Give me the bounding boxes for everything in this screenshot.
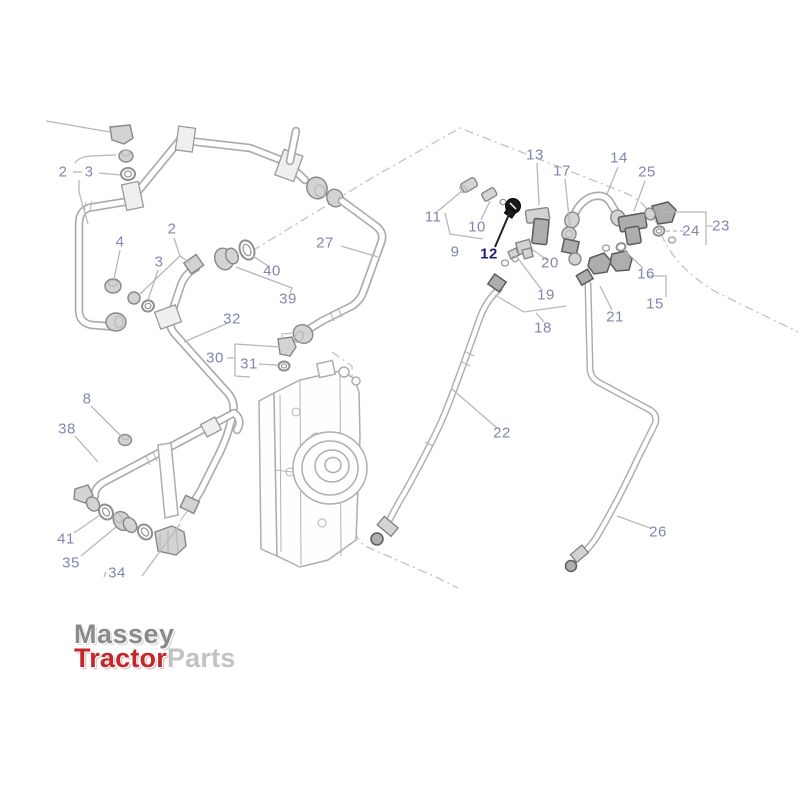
callout-23: 23	[712, 217, 730, 235]
hose-32	[153, 239, 256, 522]
small-parts-top-left	[104, 124, 155, 313]
callout-9: 9	[450, 243, 460, 261]
callout-34: 34	[108, 564, 126, 582]
hose-nut	[179, 494, 201, 515]
leader-12-highlight	[494, 211, 511, 248]
callout-12-highlighted: 12	[480, 245, 498, 263]
pipe-clamp	[174, 125, 197, 153]
oring-34	[136, 523, 154, 541]
pump-pulley	[292, 431, 368, 505]
callout-40: 40	[263, 262, 281, 280]
part-12-highlighted	[503, 198, 521, 219]
hose-22-top-nut	[486, 273, 508, 293]
fitting-10	[480, 187, 498, 202]
callout-26: 26	[649, 523, 667, 541]
callout-20: 20	[541, 254, 559, 272]
elbow-21	[587, 244, 612, 275]
callout-2b: 2	[167, 220, 177, 238]
callout-27: 27	[316, 234, 334, 252]
fitting-block	[109, 124, 134, 145]
hose-22-end-fitting	[370, 515, 400, 546]
elbow-fitting-34	[154, 525, 187, 556]
callout-8: 8	[82, 390, 92, 408]
oring-41	[97, 503, 115, 521]
callout-19: 19	[537, 286, 555, 304]
pipe-38-assembly	[73, 408, 244, 556]
oring-40	[238, 239, 256, 261]
fitting-30-31	[277, 332, 297, 372]
pipe-clip	[199, 416, 223, 438]
oring-3b	[141, 299, 155, 313]
fitting-13	[524, 206, 551, 246]
leader-lines	[45, 120, 713, 578]
callout-3b: 3	[154, 253, 164, 271]
connector-39	[213, 247, 240, 271]
pipe-14	[564, 191, 626, 229]
callout-31: 31	[240, 355, 258, 373]
callout-35: 35	[62, 554, 80, 572]
logo-line-2: TractorParts	[74, 645, 235, 672]
logo-word-tractor: Tractor	[74, 643, 167, 673]
pipe-clamp	[120, 180, 145, 212]
callout-25: 25	[638, 163, 656, 181]
nut-3b	[127, 291, 141, 305]
callout-10: 10	[468, 218, 486, 236]
hose-top-nut	[182, 253, 205, 275]
hose-26-end-fitting	[564, 544, 590, 573]
pipe-assembly-2	[74, 125, 344, 332]
callout-18: 18	[534, 319, 552, 337]
callout-15: 15	[646, 295, 664, 313]
callout-21: 21	[606, 308, 624, 326]
callout-4: 4	[115, 233, 125, 251]
logo-word-massey: Massey	[74, 619, 175, 649]
fitting-cluster-25	[617, 201, 677, 246]
callout-38: 38	[58, 420, 76, 438]
pipe-end-nut	[105, 312, 127, 332]
callout-13: 13	[526, 146, 544, 164]
callout-30: 30	[206, 349, 224, 367]
callout-16: 16	[637, 265, 655, 283]
oring-16	[615, 242, 627, 252]
union-nuts	[306, 176, 344, 208]
mounting-strap	[157, 442, 179, 519]
callout-39: 39	[279, 290, 297, 308]
pump-assembly	[258, 359, 368, 568]
callout-17: 17	[553, 162, 571, 180]
fitting-20	[511, 238, 534, 263]
fitting-17	[560, 226, 582, 266]
logo-word-parts: Parts	[166, 643, 236, 673]
oring-24	[652, 225, 666, 237]
pipe-27	[292, 196, 387, 344]
callout-3a: 3	[84, 163, 94, 181]
hose-26	[564, 268, 660, 573]
callout-24: 24	[682, 222, 700, 240]
hose-26-top-nut	[575, 268, 595, 287]
oring-3a	[120, 167, 136, 181]
callout-11: 11	[424, 208, 442, 226]
hose-clamp	[153, 303, 183, 331]
callout-41: 41	[57, 530, 75, 548]
connector-35	[112, 510, 138, 534]
callout-2a: 2	[58, 163, 68, 181]
hose-22	[370, 247, 520, 546]
callout-32: 32	[223, 310, 241, 328]
fitting-11	[459, 177, 479, 194]
oring-small	[499, 198, 507, 206]
callout-22: 22	[493, 424, 511, 442]
brand-logo: Massey TractorParts	[74, 621, 235, 672]
callout-14: 14	[610, 149, 628, 167]
